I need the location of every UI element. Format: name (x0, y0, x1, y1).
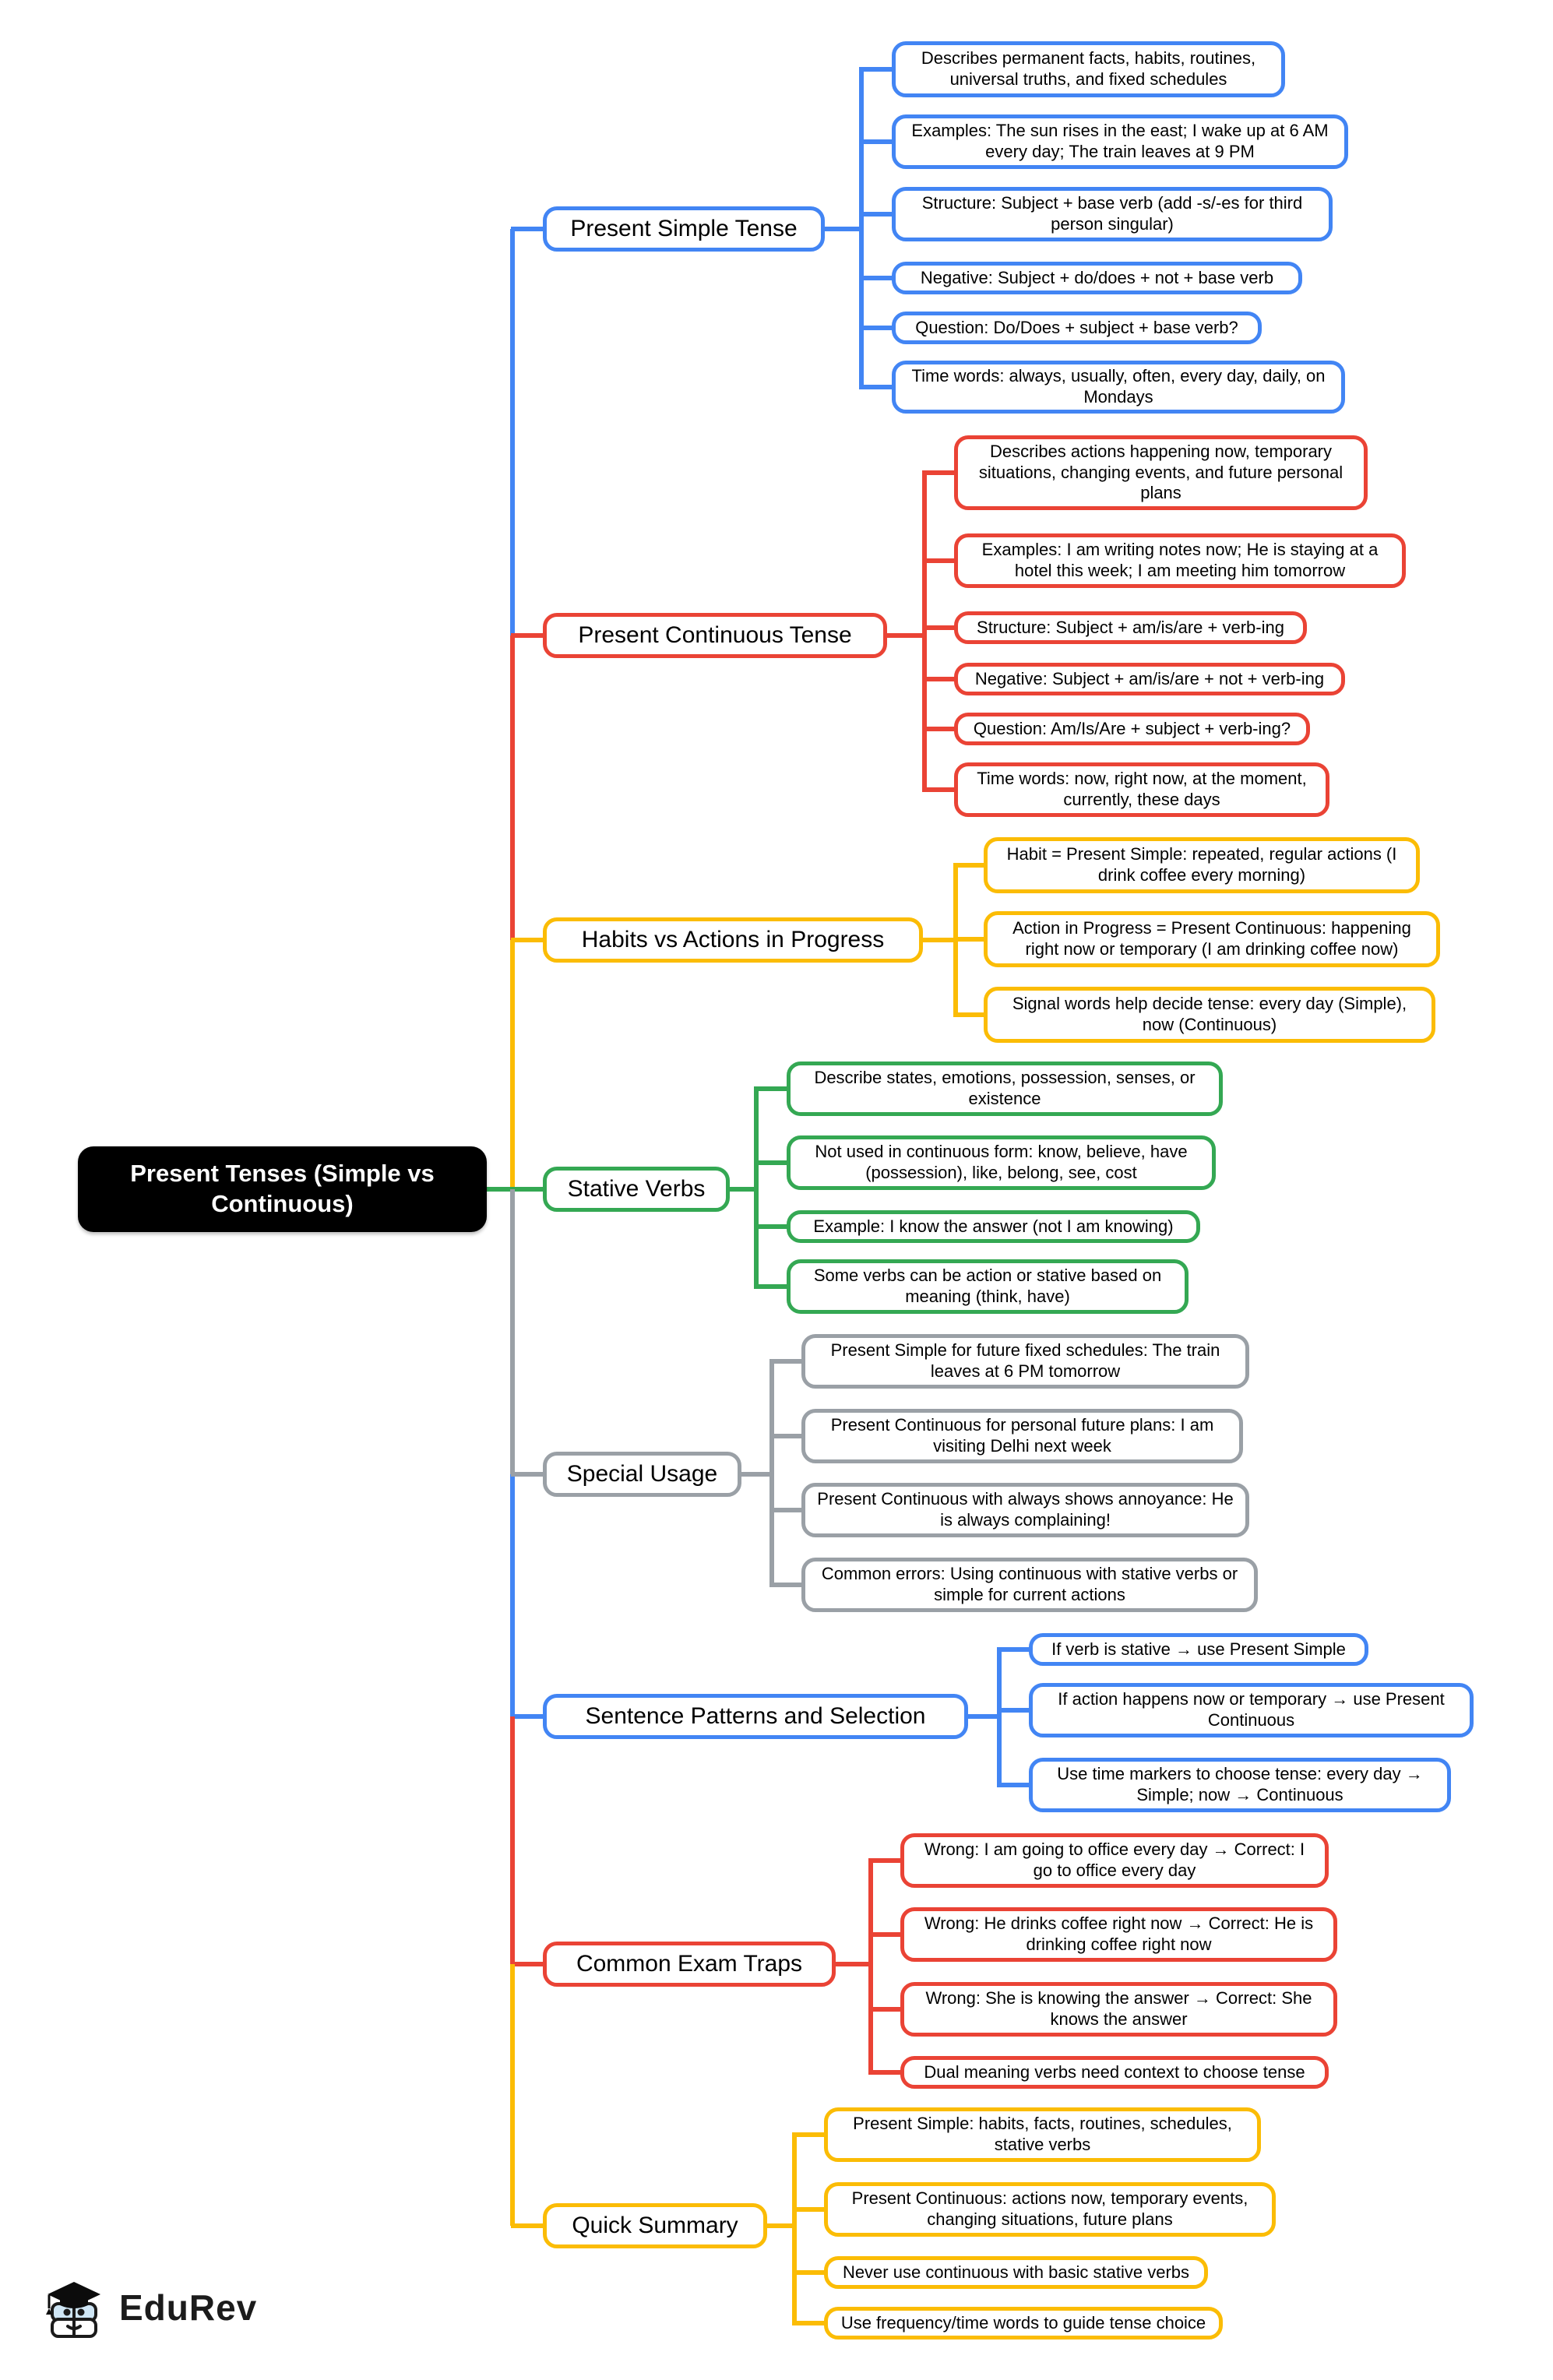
leaf-note: Structure: Subject + base verb (add -s/-… (892, 187, 1333, 241)
leaf-note: Present Continuous: actions now, tempora… (824, 2182, 1276, 2237)
leaf-note: Question: Do/Does + subject + base verb? (892, 312, 1262, 344)
edurev-logo-text: EduRev (119, 2287, 258, 2328)
leaf-note: Never use continuous with basic stative … (824, 2256, 1208, 2289)
leaf-note: Use frequency/time words to guide tense … (824, 2307, 1223, 2340)
leaf-note: Describes permanent facts, habits, routi… (892, 41, 1285, 97)
leaf-note: Describes actions happening now, tempora… (954, 435, 1368, 510)
branch-label: Habits vs Actions in Progress (543, 917, 923, 963)
leaf-note: Time words: now, right now, at the momen… (954, 762, 1329, 817)
branch-label: Quick Summary (543, 2203, 767, 2248)
branch-label: Common Exam Traps (543, 1942, 836, 1987)
leaf-note: Some verbs can be action or stative base… (787, 1259, 1189, 1314)
leaf-note: Signal words help decide tense: every da… (984, 987, 1435, 1043)
branch-label: Special Usage (543, 1452, 741, 1497)
leaf-note: Wrong: I am going to office every day → … (900, 1833, 1329, 1888)
leaf-note: Common errors: Using continuous with sta… (801, 1558, 1258, 1612)
edurev-logo-icon (46, 2282, 100, 2338)
leaf-note: Use time markers to choose tense: every … (1029, 1758, 1451, 1812)
leaf-note: Negative: Subject + am/is/are + not + ve… (954, 663, 1345, 695)
leaf-note: If verb is stative → use Present Simple (1029, 1633, 1368, 1666)
leaf-note: Negative: Subject + do/does + not + base… (892, 262, 1302, 294)
leaf-note: Dual meaning verbs need context to choos… (900, 2056, 1329, 2089)
leaf-note: Question: Am/Is/Are + subject + verb-ing… (954, 713, 1310, 745)
leaf-note: Not used in continuous form: know, belie… (787, 1135, 1216, 1190)
leaf-note: Present Continuous with always shows ann… (801, 1483, 1249, 1537)
leaf-note: Action in Progress = Present Continuous:… (984, 911, 1440, 967)
leaf-note: Habit = Present Simple: repeated, regula… (984, 837, 1420, 893)
leaf-note: Present Continuous for personal future p… (801, 1409, 1243, 1463)
leaf-note: Example: I know the answer (not I am kno… (787, 1210, 1200, 1243)
leaf-note: Wrong: He drinks coffee right now → Corr… (900, 1907, 1337, 1962)
leaf-note: Present Simple for future fixed schedule… (801, 1334, 1249, 1389)
leaf-note: If action happens now or temporary → use… (1029, 1683, 1474, 1737)
leaf-note: Examples: I am writing notes now; He is … (954, 533, 1406, 588)
leaf-note: Examples: The sun rises in the east; I w… (892, 114, 1348, 169)
branch-label: Present Simple Tense (543, 206, 825, 252)
root-node: Present Tenses (Simple vs Continuous) (78, 1146, 487, 1232)
leaf-note: Time words: always, usually, often, ever… (892, 361, 1345, 414)
leaf-note: Structure: Subject + am/is/are + verb-in… (954, 611, 1307, 644)
branch-label: Present Continuous Tense (543, 613, 887, 658)
edurev-logo: EduRev (43, 2274, 257, 2341)
leaf-note: Present Simple: habits, facts, routines,… (824, 2107, 1261, 2162)
leaf-note: Describe states, emotions, possession, s… (787, 1061, 1223, 1116)
leaf-note: Wrong: She is knowing the answer → Corre… (900, 1982, 1337, 2037)
branch-label: Stative Verbs (543, 1167, 730, 1212)
branch-label: Sentence Patterns and Selection (543, 1694, 968, 1739)
